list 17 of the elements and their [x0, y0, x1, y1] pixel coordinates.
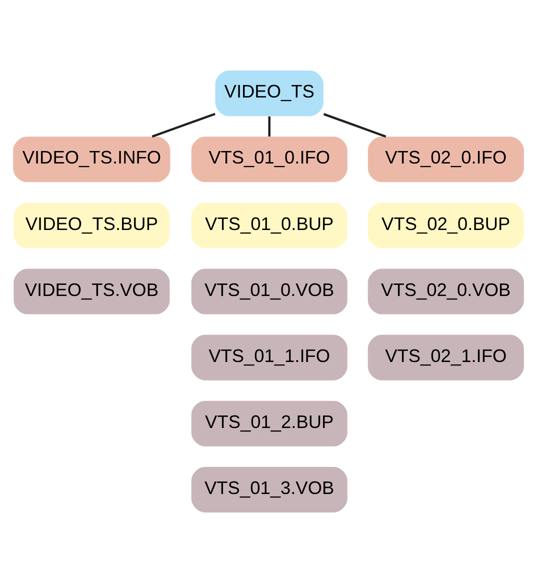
node-box: VTS_01_2.BUP	[191, 400, 348, 446]
node-box: VTS_02_0.VOB	[368, 268, 524, 314]
node-box: VIDEO_TS.VOB	[14, 268, 170, 314]
node-box: VTS_01_0.VOB	[191, 268, 348, 314]
node-box: VTS_01_1.IFO	[191, 334, 348, 380]
node-box: VIDEO_TS.INFO	[13, 136, 170, 182]
node-box: VTS_02_1.IFO	[368, 334, 524, 380]
connector	[323, 113, 386, 138]
node-box: VIDEO_TS	[215, 70, 324, 116]
connector	[268, 116, 270, 136]
node-box: VTS_01_3.VOB	[191, 466, 348, 512]
node-box: VTS_01_0.IFO	[191, 136, 348, 182]
node-box: VTS_02_0.BUP	[368, 202, 524, 248]
node-box: VIDEO_TS.BUP	[14, 202, 170, 248]
node-box: VTS_02_0.IFO	[368, 136, 524, 182]
connector	[152, 112, 216, 138]
node-box: VTS_01_0.BUP	[191, 202, 348, 248]
